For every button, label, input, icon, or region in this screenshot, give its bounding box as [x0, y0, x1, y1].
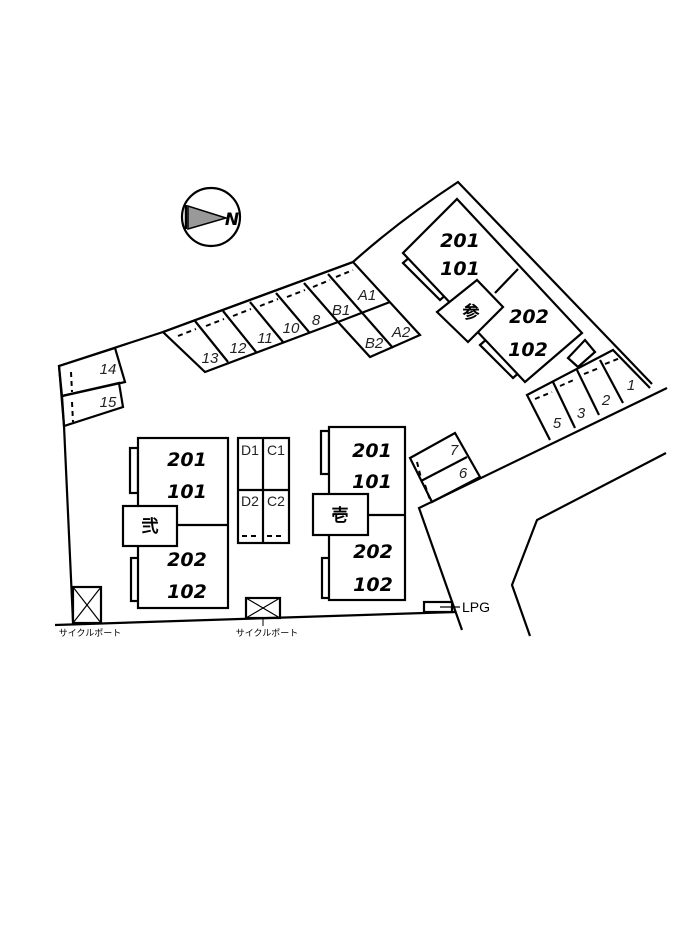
lpg-label: LPG: [462, 599, 490, 615]
parking-slot-13: 13: [202, 350, 219, 367]
building-ichi-entrance: [311, 492, 370, 537]
unit-label: 101: [352, 471, 392, 493]
parking-slot-d1: D1: [241, 442, 259, 458]
building-ni-name: 弐: [142, 517, 159, 537]
parking-top-row: 13 12 11 10 8 B1 A1 B2 A2: [160, 260, 422, 374]
unit-label: 102: [167, 581, 207, 603]
unit-label: 202: [167, 549, 207, 571]
unit-label: 102: [508, 339, 548, 361]
parking-left: 14 15: [57, 346, 127, 428]
unit-label: 202: [509, 306, 549, 328]
parking-slot-a2: A2: [391, 324, 411, 341]
parking-right-row: 5 3 2 1: [525, 348, 651, 441]
unit-label: 201: [352, 440, 392, 462]
cycle-port-1: サイクルポート: [59, 585, 122, 639]
parking-slot-14: 14: [100, 361, 117, 378]
building-ni: 弐 201 101 202 102: [121, 436, 230, 610]
parking-slot-11: 11: [257, 330, 273, 347]
parking-slot-8: 8: [312, 312, 321, 329]
boundary-top: [162, 180, 653, 385]
cycle-port-label: サイクルポート: [59, 628, 122, 639]
storage-box: [566, 338, 597, 369]
cycle-port-label: サイクルポート: [236, 628, 299, 639]
north-compass: N: [180, 186, 242, 248]
unit-label: 101: [167, 481, 207, 503]
unit-label: 202: [353, 541, 393, 563]
parking-dc: D1 C1 D2 C2: [236, 436, 291, 545]
lpg-tank: LPG: [422, 599, 490, 615]
parking-slot-3: 3: [577, 405, 586, 422]
parking-slot-2: 2: [601, 392, 611, 409]
unit-label: 201: [167, 449, 207, 471]
building-ni-entrance: [121, 504, 179, 548]
road-edge-2: [510, 452, 667, 637]
building-ichi: 壱 201 101 202 102: [311, 425, 407, 602]
parking-slot-12: 12: [230, 340, 247, 357]
parking-slot-5: 5: [553, 415, 562, 432]
balcony: [128, 446, 140, 495]
parking-mid-right: 7 6: [408, 431, 482, 504]
parking-slot-c1: C1: [267, 442, 285, 458]
building-san-entrance: [435, 278, 505, 344]
parking-slot-b1: B1: [332, 302, 350, 319]
building-ichi-name: 壱: [332, 505, 349, 526]
parking-slot-a1: A1: [357, 287, 376, 304]
compass-circle: [180, 186, 242, 248]
north-arrow-icon: [187, 204, 229, 230]
parking-slot-1: 1: [627, 377, 635, 394]
compass-label: N: [225, 210, 239, 230]
building-san: 参 201 101 202 102: [401, 197, 597, 384]
parking-slot-c2: C2: [267, 493, 285, 509]
road-edge: [417, 387, 668, 631]
unit-label: 201: [440, 230, 480, 252]
unit-label: 101: [440, 258, 480, 280]
parking-slot-10: 10: [283, 320, 300, 337]
building-san-name: 参: [463, 302, 480, 323]
parking-slot-b2: B2: [365, 335, 384, 352]
parking-slot-6: 6: [459, 465, 468, 482]
parking-slot-d2: D2: [241, 493, 259, 509]
cycle-port-2: サイクルポート: [236, 596, 299, 639]
balcony: [319, 429, 331, 476]
parking-row-outline: [160, 260, 422, 374]
parking-slot-15: 15: [100, 394, 117, 411]
parking-slot-7: 7: [450, 442, 459, 459]
unit-label: 102: [353, 574, 393, 596]
